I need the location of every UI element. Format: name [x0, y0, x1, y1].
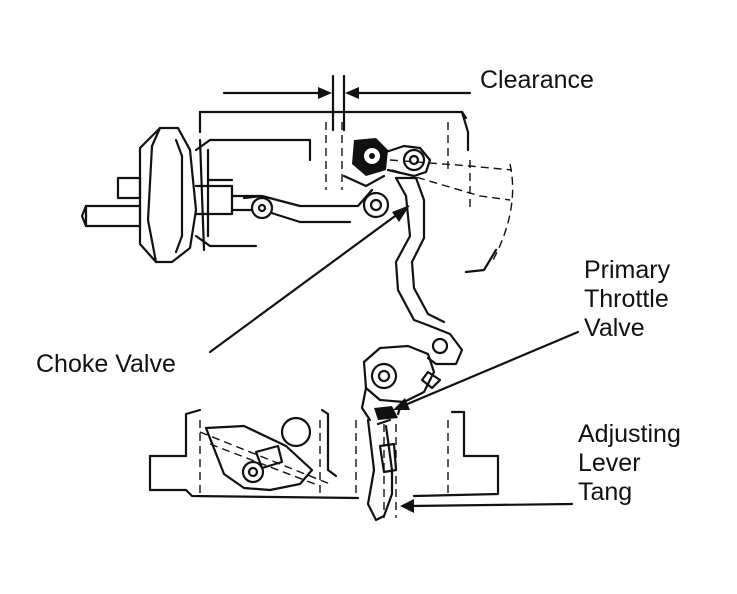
primary-throttle-valve-label-line: Primary: [584, 256, 671, 284]
adjusting-lever-tang-label-line: Adjusting: [578, 420, 681, 448]
primary-throttle-valve-label-line: Throttle: [584, 285, 669, 313]
primary-throttle-valve-label: Primary Throttle Valve: [584, 256, 670, 343]
choke-valve-label: Choke Valve: [36, 350, 176, 378]
vacuum-break: [80, 126, 312, 264]
clearance-label: Clearance: [480, 66, 594, 94]
throttle-rod: [360, 176, 464, 422]
adjusting-lever-tang-label-line: Tang: [578, 478, 633, 506]
adjusting-lever-tang-label: Adjusting Lever Tang: [578, 420, 681, 507]
lower-body: [148, 408, 500, 522]
adjusting-lever-tang-label-line: Lever: [578, 449, 641, 477]
upper-body: [198, 110, 470, 190]
choke-linkage: [230, 138, 514, 274]
leader-lines: [208, 205, 580, 513]
primary-throttle-valve-label-line: Valve: [584, 314, 645, 342]
clearance-indicator: [222, 74, 472, 132]
